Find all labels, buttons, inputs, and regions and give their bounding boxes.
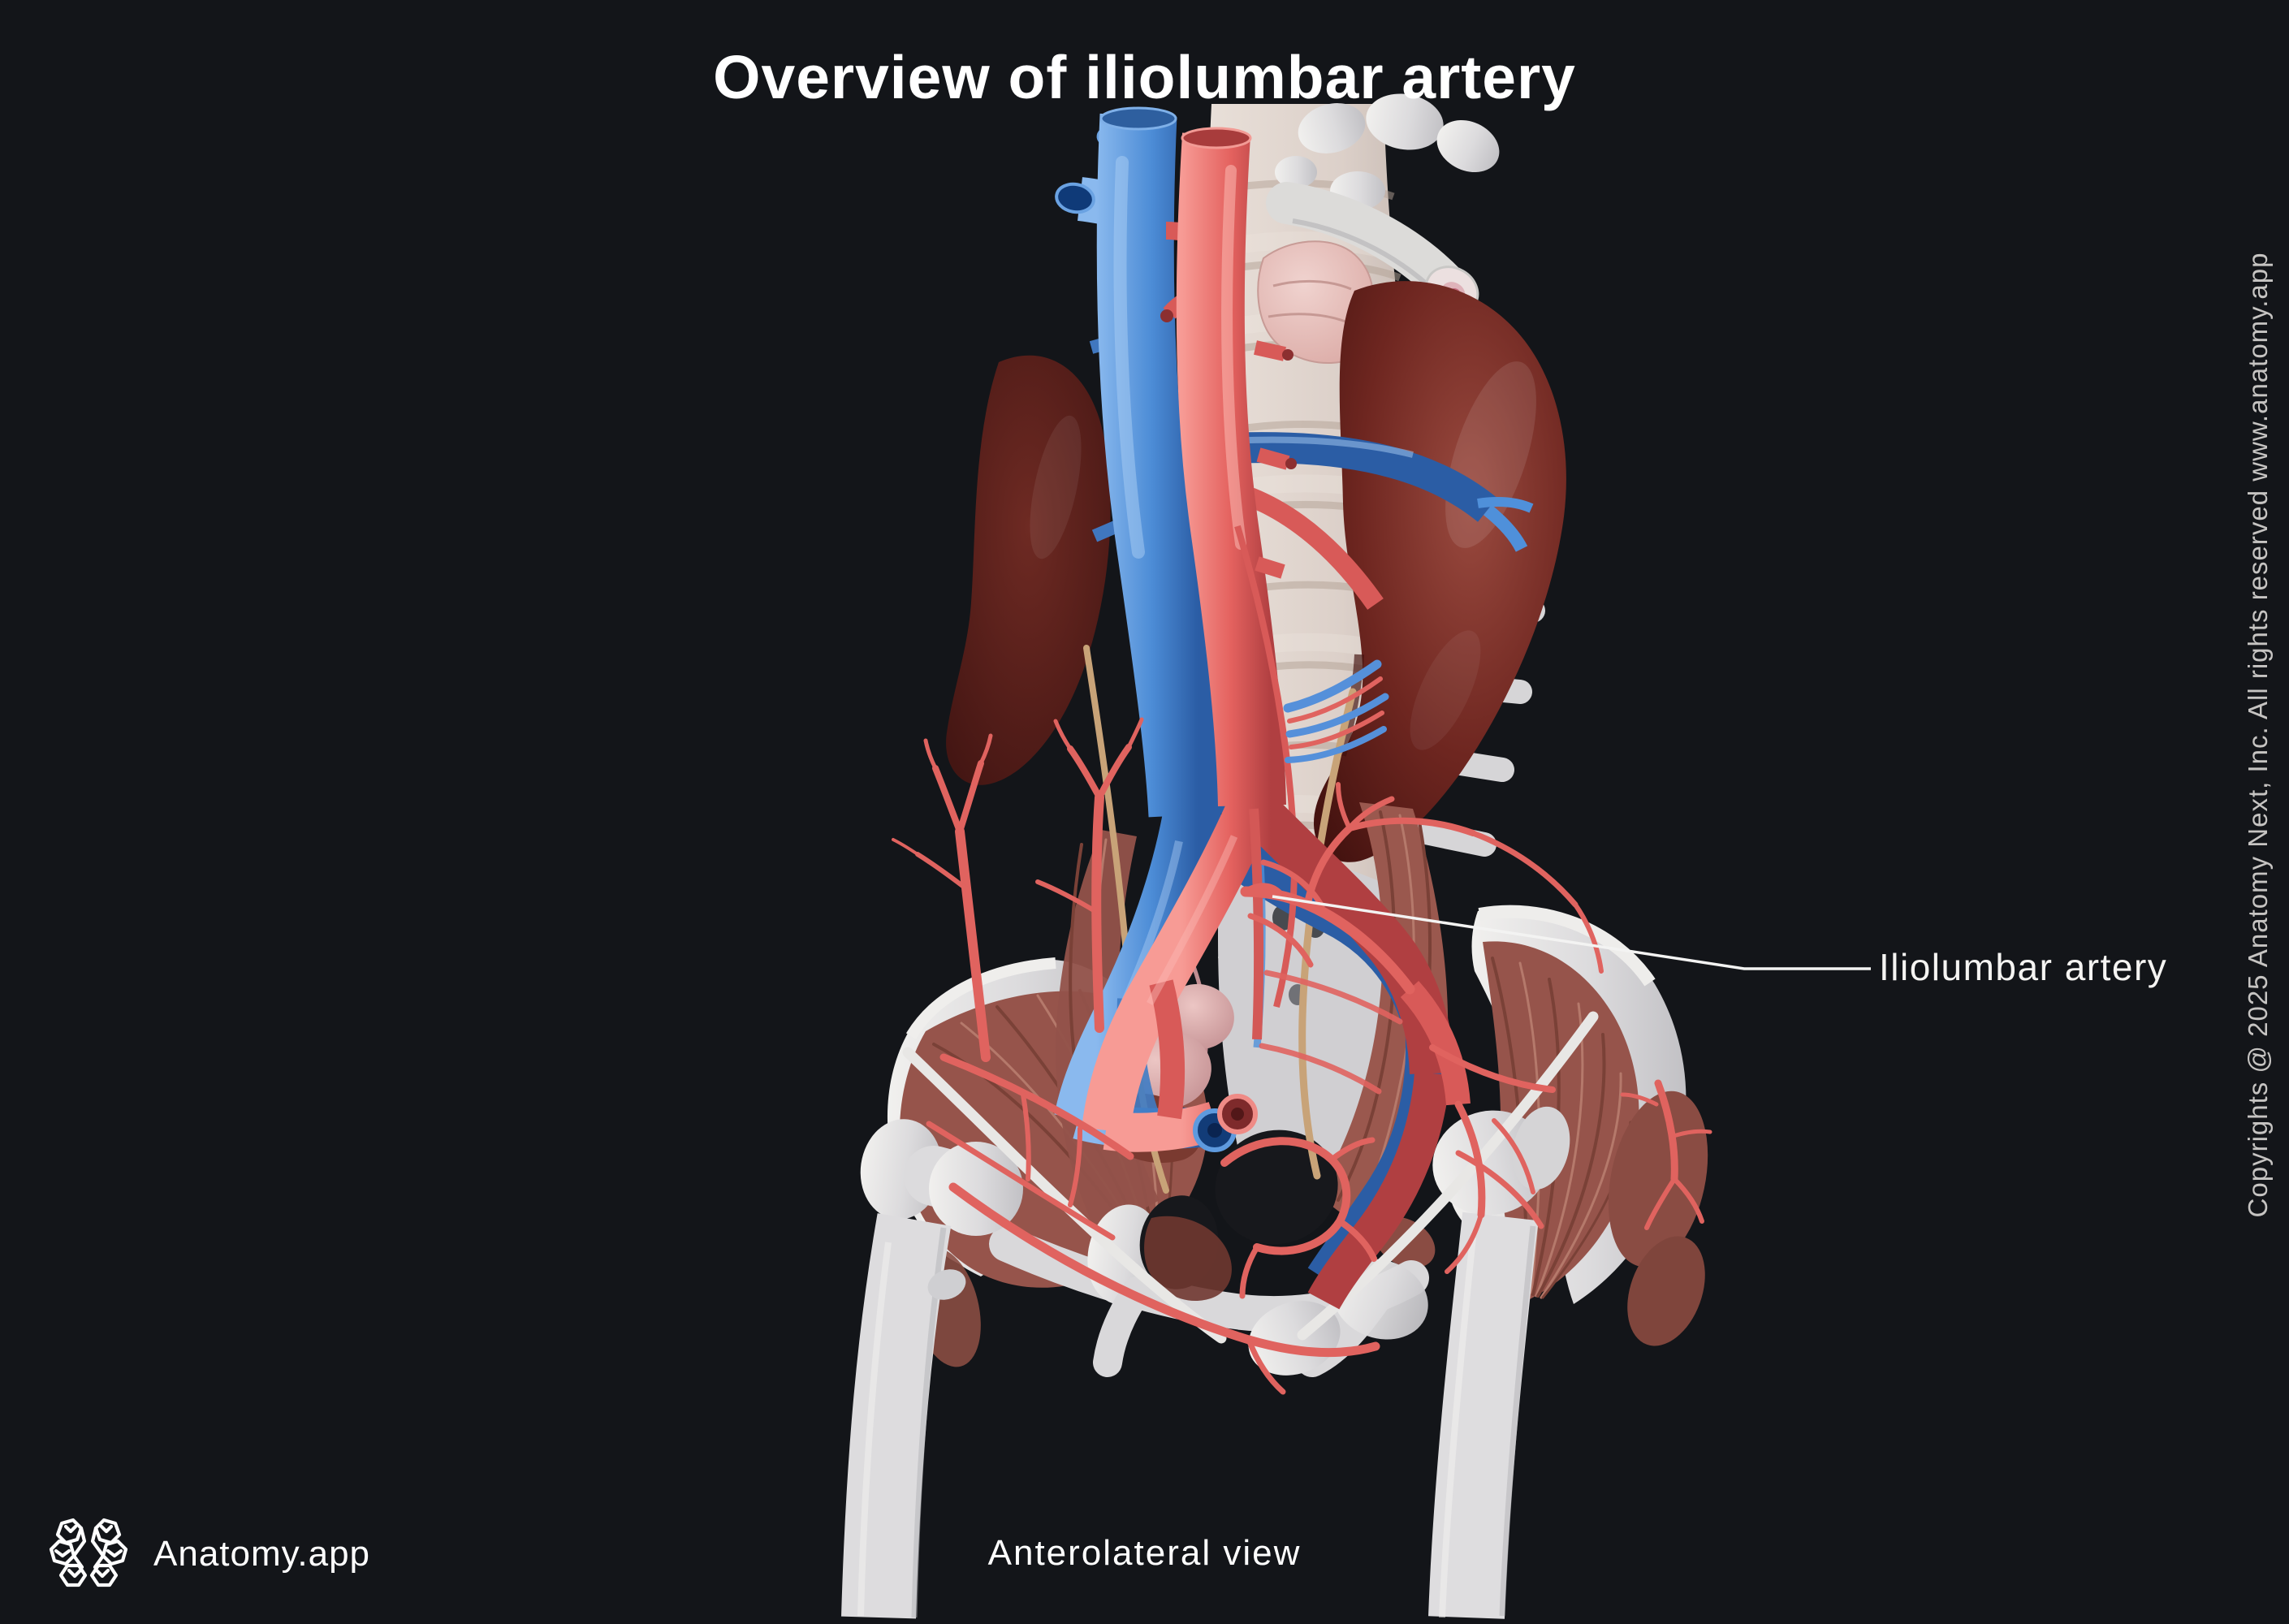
pubis-and-ischium — [989, 1129, 1429, 1377]
copyright-text: Copyrights @ 2025 Anatomy Next, Inc. All… — [2243, 252, 2273, 1218]
aorta-and-arteries — [1082, 127, 1471, 1310]
brand-name: Anatomy.app — [153, 1534, 371, 1574]
obturator-foramen-right — [1215, 1129, 1338, 1245]
iliolumbar-artery-branch — [1240, 886, 1415, 995]
brand: Anatomy.app — [46, 1514, 370, 1595]
cut-vessel-ends — [1193, 1094, 1258, 1152]
leader-line — [1272, 895, 1871, 970]
structure-label-iliolumbar-artery: Iliolumbar artery — [1879, 945, 2168, 988]
small-arterial-branches — [892, 717, 1712, 1395]
obturator-artery — [1220, 1137, 1351, 1255]
view-caption: Anterolateral view — [987, 1533, 1302, 1573]
renal-hilum-vessels — [1283, 659, 1389, 763]
page-title: Overview of iliolumbar artery — [713, 43, 1576, 111]
left-iliac-crest-rim — [905, 957, 1056, 1039]
brain-logo-icon — [49, 1518, 128, 1587]
abdominal-aorta — [1176, 132, 1286, 806]
left-kidney — [946, 355, 1111, 785]
